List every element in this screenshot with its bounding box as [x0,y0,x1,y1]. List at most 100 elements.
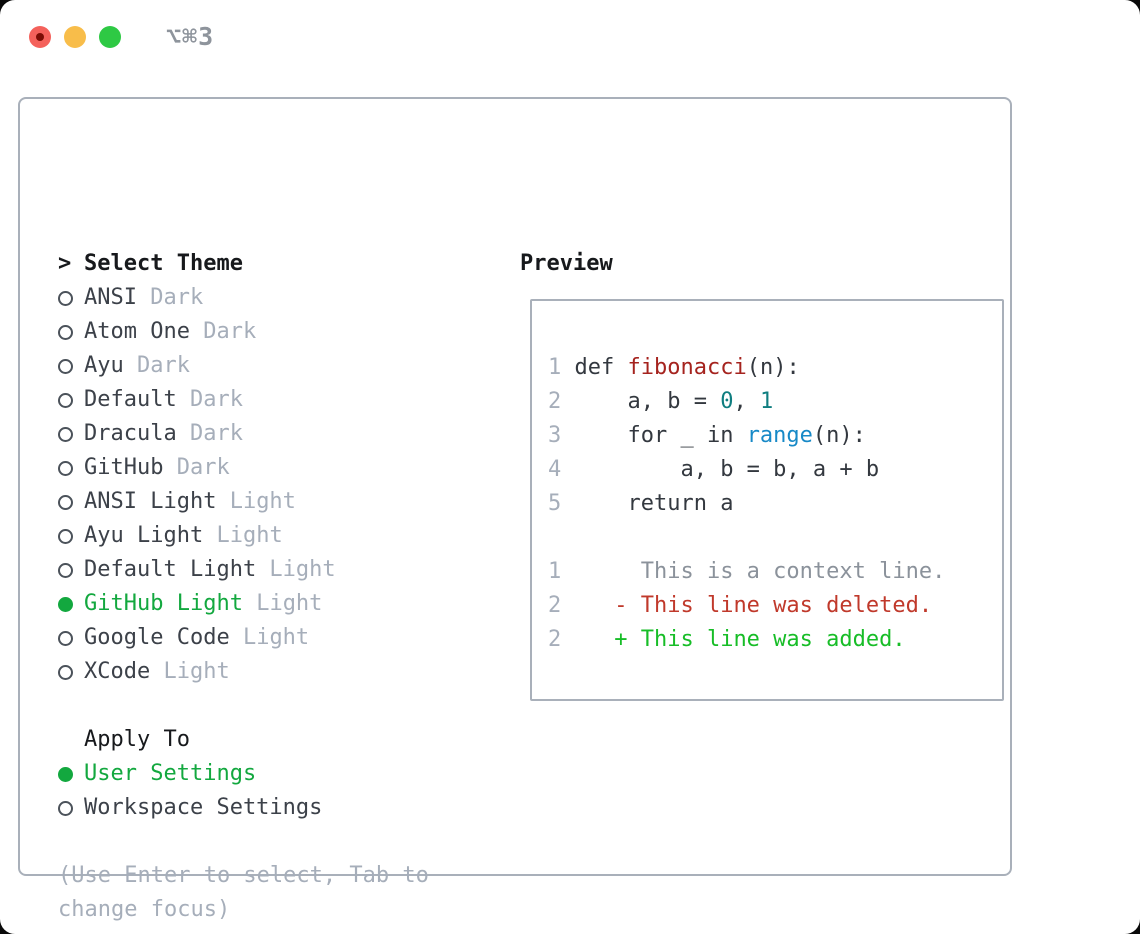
line-number: 2 [548,627,562,652]
variant-label: Light [216,489,296,514]
code-token: a, b = b, a + b [574,457,880,482]
footer-line: change focus) [58,897,231,922]
apply-to-header: Apply To [58,723,336,757]
theme-option-label: Default [84,387,177,412]
theme-option[interactable]: Google Code Light [58,621,336,655]
theme-option[interactable]: Ayu Light Light [58,519,336,553]
code-token: , [733,389,760,414]
theme-option-label: GitHub Light [84,591,243,616]
zoom-button[interactable] [99,26,121,48]
radio-unselected-icon [58,392,84,408]
variant-label: Dark [176,421,243,446]
variant-label: Dark [136,285,204,310]
code-token: (n): [746,355,800,380]
radio-unselected-icon [58,494,84,510]
line-number: 1 [548,355,562,380]
line-number: 3 [548,423,562,448]
theme-option-label: Google Code [84,625,230,650]
radio-unselected-icon [58,426,84,442]
code-token: 0 [720,389,734,414]
apply-to-title: Apply To [84,727,190,752]
theme-option[interactable]: Ayu Dark [58,349,336,383]
diff-text: - This line was deleted. [614,593,933,618]
theme-option[interactable]: GitHub Light Light [58,587,336,621]
apply-option[interactable]: User Settings [58,757,336,791]
variant-label: Light [242,591,323,616]
code-line: 5 return a [548,487,879,521]
diff-line-context: 1 This is a context line. [548,555,945,589]
diff-line-added: 2 + This line was added. [548,623,945,657]
apply-option[interactable]: Workspace Settings [58,791,336,825]
spacer-row [58,689,336,723]
line-number: 1 [548,559,562,584]
code-token: range [746,423,813,448]
variant-label: Dark [189,319,257,344]
theme-option-label: ANSI Light [84,489,217,514]
theme-option[interactable]: ANSI Light Light [58,485,336,519]
apply-option-label: Workspace Settings [84,795,323,820]
radio-unselected-icon [58,324,84,340]
variant-label: Dark [123,353,190,378]
theme-option[interactable]: ANSI Dark [58,281,336,315]
code-line: 2 a, b = 0, 1 [548,385,879,419]
code-token: fibonacci [627,355,747,380]
radio-selected-icon [58,766,84,782]
preview-title: Preview [520,251,613,276]
theme-option-label: Ayu Light [84,523,204,548]
diff-block: 1 This is a context line.2 - This line w… [548,555,945,657]
variant-label: Dark [163,455,230,480]
select-theme-header: >Select Theme [58,247,336,281]
theme-option[interactable]: Default Light Light [58,553,336,587]
diff-text: This is a context line. [614,559,946,584]
theme-option-label: Ayu [84,353,124,378]
code-line: 1 def fibonacci(n): [548,351,879,385]
theme-option-label: Atom One [84,319,190,344]
theme-option-label: ANSI [84,285,137,310]
theme-option-label: Default Light [84,557,257,582]
theme-option-label: XCode [84,659,151,684]
diff-line-deleted: 2 - This line was deleted. [548,589,945,623]
radio-unselected-icon [58,630,84,646]
line-number: 4 [548,457,562,482]
code-token: return a [574,491,734,516]
close-button[interactable] [29,26,51,48]
diff-text: + This line was added. [614,627,906,652]
code-token: (n): [812,423,866,448]
line-number: 2 [548,593,562,618]
theme-option-label: GitHub [84,455,164,480]
code-line: 3 for _ in range(n): [548,419,879,453]
code-token: def [574,355,628,380]
line-number: 5 [548,491,562,516]
variant-label: Light [229,625,310,650]
prompt-icon: > [58,251,72,276]
close-dot-icon [36,33,44,41]
theme-option[interactable]: XCode Light [58,655,336,689]
apply-option-label: User Settings [84,761,257,786]
theme-option[interactable]: Dracula Dark [58,417,336,451]
code-line: 4 a, b = b, a + b [548,453,879,487]
theme-option[interactable]: Default Dark [58,383,336,417]
radio-unselected-icon [58,664,84,680]
line-number: 2 [548,389,562,414]
radio-unselected-icon [58,562,84,578]
variant-label: Light [256,557,336,582]
code-token: 1 [759,389,774,414]
radio-unselected-icon [58,358,84,374]
theme-option[interactable]: Atom One Dark [58,315,336,349]
code-token: a, b = [574,389,721,414]
minimize-button[interactable] [64,26,86,48]
radio-unselected-icon [58,800,84,816]
variant-label: Dark [176,387,243,412]
theme-option[interactable]: GitHub Dark [58,451,336,485]
radio-selected-icon [58,596,84,612]
radio-unselected-icon [58,460,84,476]
code-token: for _ in [574,423,747,448]
footer-line: (Use Enter to select, Tab to [58,863,429,888]
radio-unselected-icon [58,528,84,544]
